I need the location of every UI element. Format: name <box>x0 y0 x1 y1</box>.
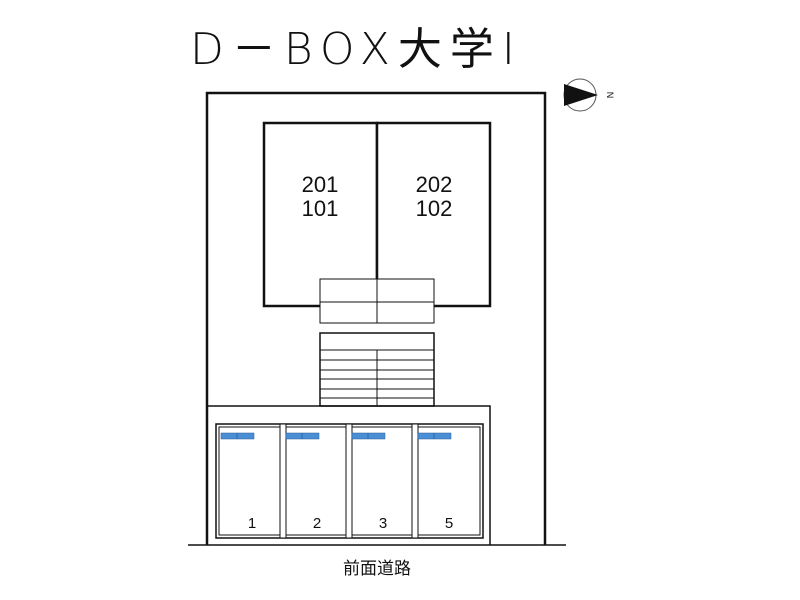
entrance-landing <box>319 278 435 324</box>
parking-area <box>207 405 491 545</box>
compass-north-arrow-icon: N <box>563 78 615 112</box>
unit-label-101: 101 <box>302 196 339 221</box>
lot-boundary <box>205 91 547 545</box>
unit-label-201: 201 <box>302 172 339 197</box>
bike-marker <box>285 432 320 440</box>
parking-number: 1 <box>248 515 256 532</box>
parking-number: 3 <box>379 515 387 532</box>
property-title: D－BOX大学Ⅰ <box>190 24 523 75</box>
staircase <box>319 332 435 407</box>
parking-number: 2 <box>313 515 321 532</box>
bike-markers <box>220 432 452 440</box>
bike-marker <box>351 432 386 440</box>
unit-label-102: 102 <box>416 196 453 221</box>
bike-marker <box>417 432 452 440</box>
bike-marker <box>220 432 255 440</box>
unit-block-left <box>262 121 379 308</box>
road-label: 前面道路 <box>343 559 411 579</box>
compass-letter: N <box>605 92 615 99</box>
parking-number: 5 <box>445 515 453 532</box>
unit-label-202: 202 <box>416 172 453 197</box>
